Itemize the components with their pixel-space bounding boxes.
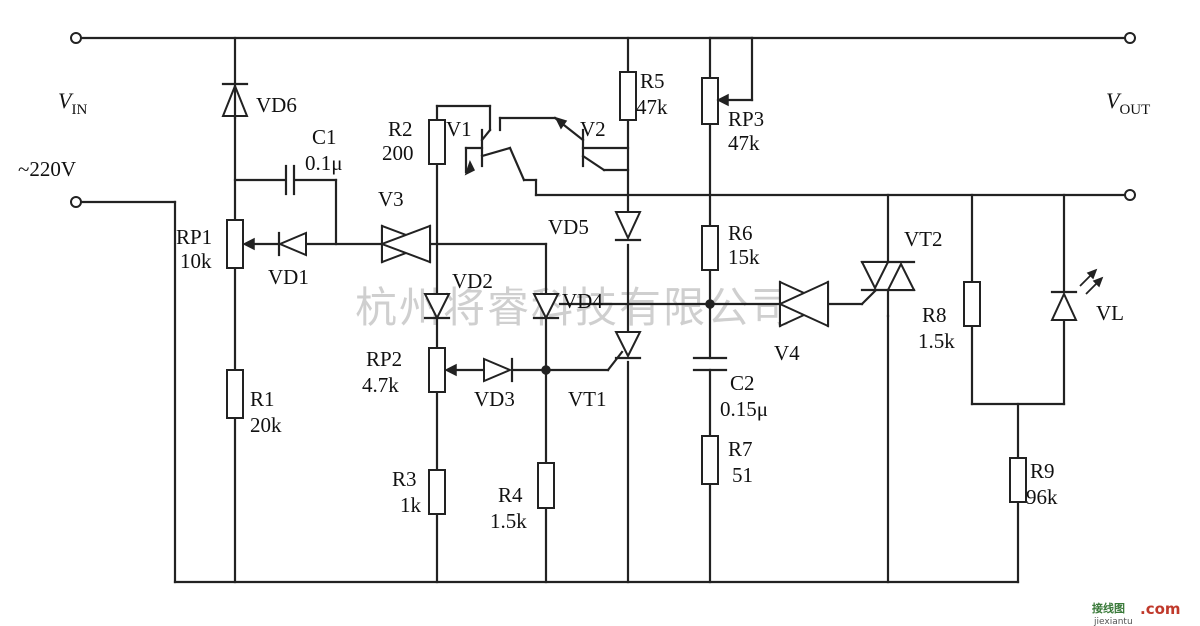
label-vd6: VD6 xyxy=(256,93,297,117)
diac-v4 xyxy=(777,280,831,328)
resistor-r5 xyxy=(619,71,637,121)
value-r6: 15k xyxy=(728,245,760,269)
transistor-v1 xyxy=(464,128,512,176)
diode-vd4 xyxy=(532,293,560,321)
value-c1: 0.1μ xyxy=(305,151,343,175)
label-v4: V4 xyxy=(774,341,800,365)
resistor-r9 xyxy=(1009,457,1027,503)
label-vd2: VD2 xyxy=(452,269,493,293)
value-r1: 20k xyxy=(250,413,282,437)
label-rp3: RP3 xyxy=(728,107,764,131)
label-r4: R4 xyxy=(498,483,523,507)
value-r4: 1.5k xyxy=(490,509,527,533)
value-r8: 1.5k xyxy=(918,329,955,353)
label-r7: R7 xyxy=(728,437,753,461)
diode-vd1 xyxy=(277,231,307,257)
resistor-r4 xyxy=(537,462,555,509)
capacitor-c2 xyxy=(692,356,728,372)
vout-bottom-terminal xyxy=(1124,189,1136,201)
diode-vd5 xyxy=(614,211,642,242)
label-r6: R6 xyxy=(728,221,753,245)
resistor-r3 xyxy=(428,469,446,515)
transistor-v2 xyxy=(498,116,630,172)
vin-top-terminal xyxy=(70,32,82,44)
label-v1: V1 xyxy=(446,117,472,141)
value-c2: 0.15μ xyxy=(720,397,768,421)
diode-vd6 xyxy=(221,82,249,120)
label-r9: R9 xyxy=(1030,459,1055,483)
triac-vt2 xyxy=(860,260,916,318)
capacitor-c1 xyxy=(284,164,296,196)
label-v3: V3 xyxy=(378,187,404,211)
resistor-r6 xyxy=(701,225,719,271)
label-vt2: VT2 xyxy=(904,227,943,251)
potentiometer-rp3 xyxy=(701,77,729,125)
value-rp2: 4.7k xyxy=(362,373,399,397)
value-r7: 51 xyxy=(732,463,753,487)
vin-bottom-terminal xyxy=(70,196,82,208)
vin-label: VIN xyxy=(58,88,87,118)
diode-vd3 xyxy=(483,357,514,383)
logo-text-com: .com xyxy=(1140,600,1181,618)
diode-vd2 xyxy=(423,293,451,321)
resistor-r8 xyxy=(963,281,981,327)
label-r5: R5 xyxy=(640,69,665,93)
vout-top-terminal xyxy=(1124,32,1136,44)
source-voltage-label: ~220V xyxy=(18,157,76,181)
value-r5: 47k xyxy=(636,95,668,119)
terminals xyxy=(70,32,1136,208)
resistor-r7 xyxy=(701,435,719,485)
label-vd5: VD5 xyxy=(548,215,589,239)
watermark: 杭州将睿科技有限公司 xyxy=(355,283,795,332)
label-r1: R1 xyxy=(250,387,275,411)
potentiometer-rp1 xyxy=(226,219,255,269)
site-logo: 接线图 .com jiexiantu xyxy=(1092,600,1181,626)
value-r2: 200 xyxy=(382,141,414,165)
label-r8: R8 xyxy=(922,303,947,327)
value-r9: 96k xyxy=(1026,485,1058,509)
label-c1: C1 xyxy=(312,125,337,149)
scr-vt1 xyxy=(614,331,642,360)
logo-text-cn: 接线图 xyxy=(1092,601,1125,615)
label-r2: R2 xyxy=(388,117,413,141)
label-v2: V2 xyxy=(580,117,606,141)
value-rp3: 47k xyxy=(728,131,760,155)
label-vd1: VD1 xyxy=(268,265,309,289)
diac-v3 xyxy=(379,224,433,264)
label-vt1: VT1 xyxy=(568,387,607,411)
wires xyxy=(80,36,1127,584)
label-vd4: VD4 xyxy=(562,289,603,313)
label-vd3: VD3 xyxy=(474,387,515,411)
label-vl: VL xyxy=(1096,301,1124,325)
junction-dots xyxy=(541,299,715,375)
logo-text-url: jiexiantu xyxy=(1093,617,1133,626)
label-c2: C2 xyxy=(730,371,755,395)
potentiometer-rp2 xyxy=(428,347,457,393)
led-vl xyxy=(1050,268,1104,321)
vout-label: VOUT xyxy=(1106,88,1150,118)
label-rp1: RP1 xyxy=(176,225,212,249)
label-rp2: RP2 xyxy=(366,347,402,371)
label-r3: R3 xyxy=(392,467,417,491)
value-rp1: 10k xyxy=(180,249,212,273)
resistor-r1 xyxy=(226,369,244,419)
labels: VIN ~220V VOUT VD6 C1 0.1μ RP1 10k VD1 R… xyxy=(18,69,1150,533)
value-r3: 1k xyxy=(400,493,422,517)
resistor-r2 xyxy=(428,119,446,165)
